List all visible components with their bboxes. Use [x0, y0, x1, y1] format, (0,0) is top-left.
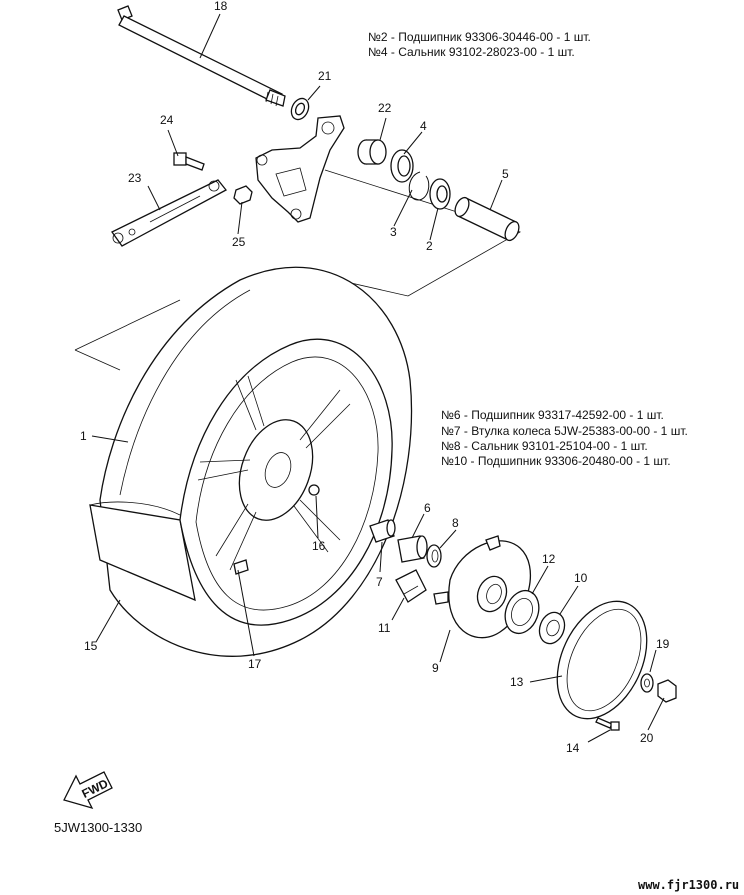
callout-13: 13 — [510, 675, 524, 689]
oil-seal-part-12 — [504, 589, 540, 635]
callout-11: 11 — [378, 621, 391, 635]
bolt-part-24 — [173, 152, 205, 171]
note-top-line-2: №4 - Сальник 93102-28023-00 - 1 шт. — [368, 45, 575, 59]
fwd-arrow-icon: FWD — [63, 771, 113, 810]
oil-seal-part-4 — [390, 149, 414, 183]
callout-23: 23 — [128, 171, 142, 185]
axle-part-18 — [117, 5, 286, 107]
callout-21: 21 — [318, 69, 332, 83]
callout-2: 2 — [426, 239, 433, 253]
bearing-part-2 — [429, 178, 451, 210]
screw-part-14 — [595, 717, 620, 731]
callout-22: 22 — [378, 101, 392, 115]
note-mid-line-3: №8 - Сальник 93101-25104-00 - 1 шт. — [441, 439, 648, 453]
note-mid-line-4: №10 - Подшипник 93306-20480-00 - 1 шт. — [441, 454, 671, 468]
callout-9: 9 — [432, 661, 439, 675]
diagram-code: 5JW1300-1330 — [54, 820, 142, 835]
callout-20: 20 — [640, 731, 654, 745]
callout-3: 3 — [390, 225, 397, 239]
callout-16: 16 — [312, 539, 326, 553]
cover-part-13 — [556, 600, 648, 720]
collar-part-22 — [357, 139, 387, 165]
leader-lines — [91, 13, 665, 743]
callouts: 18 21 22 4 24 23 25 5 3 2 1 16 6 8 7 12 … — [80, 0, 670, 755]
callout-14: 14 — [566, 741, 580, 755]
notes-mid: №6 - Подшипник 93317-42592-00 - 1 шт. №7… — [441, 408, 688, 468]
wheel-assembly — [89, 266, 413, 657]
callout-15: 15 — [84, 639, 98, 653]
callout-10: 10 — [574, 571, 588, 585]
notes-top: №2 - Подшипник 93306-30446-00 - 1 шт. №4… — [368, 30, 591, 59]
nut-part-25 — [233, 185, 253, 205]
callout-24: 24 — [160, 113, 174, 127]
torque-arm-part-23 — [111, 179, 227, 247]
callout-6: 6 — [424, 501, 431, 515]
callout-12: 12 — [542, 552, 556, 566]
axle-nut-part-20 — [657, 679, 677, 703]
collar-part-21 — [290, 97, 310, 121]
note-top-line-1: №2 - Подшипник 93306-30446-00 - 1 шт. — [368, 30, 591, 44]
callout-17: 17 — [248, 657, 262, 671]
bearing-part-10 — [538, 611, 566, 645]
watermark-text: www.fjr1300.ru — [638, 878, 739, 892]
callout-25: 25 — [232, 235, 246, 249]
callout-1: 1 — [80, 429, 87, 443]
callout-18: 18 — [214, 0, 228, 13]
note-mid-line-1: №6 - Подшипник 93317-42592-00 - 1 шт. — [441, 408, 664, 422]
spacer-part-5 — [454, 196, 520, 242]
circlip-part-3 — [408, 171, 430, 201]
oil-seal-part-8 — [426, 544, 442, 568]
damper-part-11 — [395, 569, 427, 603]
callout-5: 5 — [502, 167, 509, 181]
note-mid-line-2: №7 - Втулка колеса 5JW-25383-00-00 - 1 ш… — [441, 424, 688, 438]
callout-4: 4 — [420, 119, 427, 133]
callout-19: 19 — [656, 637, 670, 651]
washer-part-19 — [640, 673, 654, 693]
callout-8: 8 — [452, 516, 459, 530]
bearing-part-6 — [397, 535, 428, 563]
caliper-bracket — [255, 115, 345, 223]
callout-7: 7 — [376, 575, 383, 589]
collar-part-7 — [369, 519, 396, 543]
